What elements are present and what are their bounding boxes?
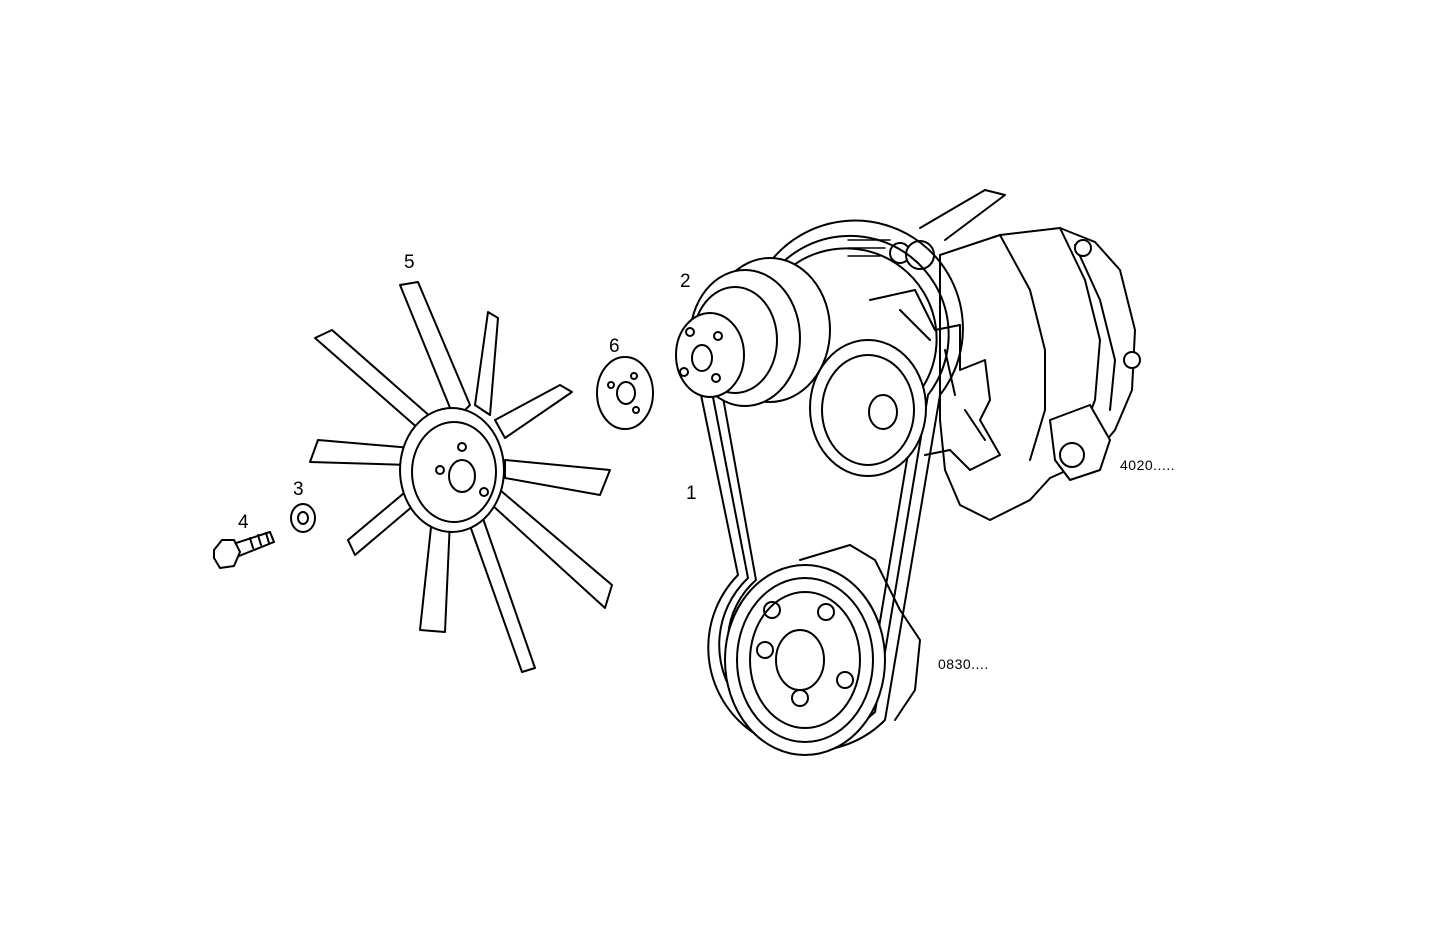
reference-labels: 4020..... 0830.... [938,457,1175,672]
washer [290,503,316,533]
cooling-fan [309,281,613,673]
label-fan: 5 [404,252,415,273]
bolt [213,531,275,569]
label-bolt: 4 [238,512,249,533]
spacer-plate [596,356,654,430]
label-pulley: 2 [680,271,691,292]
label-belt: 1 [686,483,697,504]
label-spacer: 6 [609,336,620,357]
ref-alternator: 4020..... [1120,457,1175,473]
part-labels: 1 2 3 4 5 6 [238,252,697,533]
alternator-pulley [809,339,927,477]
label-washer: 3 [293,479,304,500]
alternator [847,189,1141,521]
water-pump-pulley [675,257,831,407]
crankshaft-pulley [724,544,921,756]
ref-crankshaft-pulley: 0830.... [938,656,989,672]
